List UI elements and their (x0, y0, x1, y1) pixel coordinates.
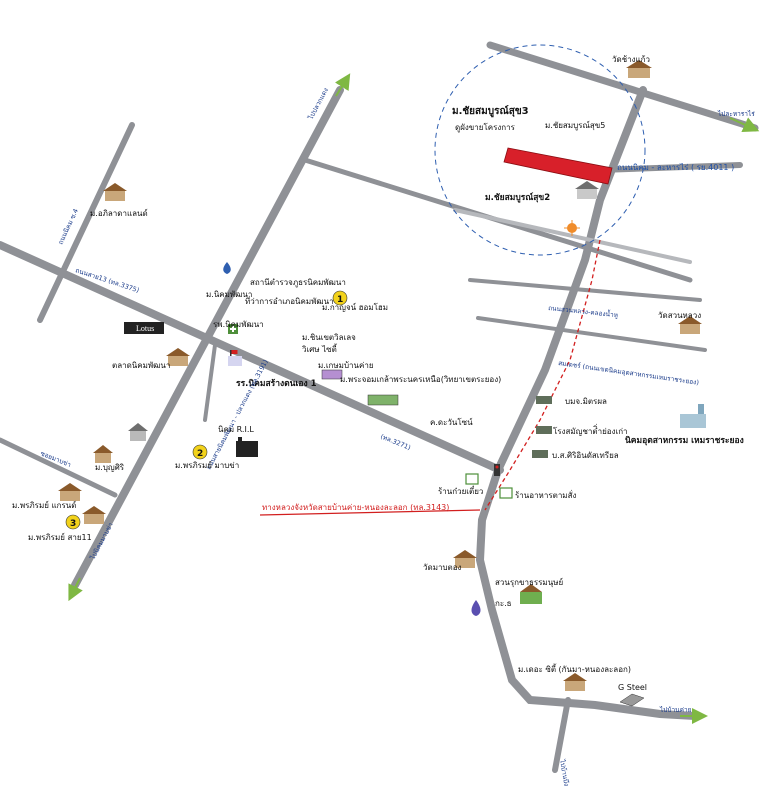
lotus-logo: Lotus (124, 322, 164, 334)
label-nikom-police: สถานีตำรวจภูธรนิคมพัฒนา (250, 278, 346, 288)
label-school: รร.นิคมสร้างตนเอง 1 (236, 378, 317, 389)
store-icon (499, 487, 513, 499)
store-icon (465, 473, 479, 485)
label-temple-suan: วัดสวนหลวง (658, 311, 701, 320)
marker-3[interactable]: 3 (65, 514, 81, 530)
label-suan-rukkhachat: สวนรุกขาธรรมนุษย์ (495, 577, 563, 587)
gas-station-icon (471, 600, 481, 616)
house-icon (575, 181, 599, 199)
label-bunsiri: ม.บุญศิริ (95, 463, 125, 472)
label-wiset: วิเศษ ไซตี้ (301, 343, 337, 354)
svg-text:2: 2 (197, 449, 203, 459)
label-g-steel: G Steel (618, 683, 647, 692)
road-network (0, 41, 759, 773)
label-siriwat: บ.ส.ศิริอินดัสเทรียล (552, 451, 619, 460)
school-icon (228, 350, 242, 366)
house-icon (678, 316, 702, 334)
label-project-sub: ดูผังขายโครงการ (455, 122, 516, 133)
house-icon (128, 423, 148, 441)
route-arrow-line (259, 509, 481, 516)
route-line (484, 239, 601, 511)
park-icon (520, 584, 542, 604)
label-kasem: ม.เกษมบ้านค่าย (318, 361, 374, 370)
label-store-leaf: ร้านก๋วยเตี๋ยว (438, 485, 483, 496)
house-icon (93, 445, 113, 463)
label-phakdee: ม.พระจอมเกล้าพระนครเหนือ(วิทยาเขตระยอง) (340, 375, 501, 384)
factory-icon (680, 404, 706, 428)
house-icon (103, 183, 127, 201)
car-icon (619, 693, 645, 707)
label-factory-old: โรงสมัญชาติ่ำย่องเก่า (553, 423, 628, 436)
house-icon (58, 483, 82, 501)
building-icon (367, 394, 399, 406)
house-icon (166, 348, 190, 366)
label-to-bottom: ไปบ้านบึง (558, 758, 571, 787)
label-restaurant: ร้านอาหารตามสั่ง (515, 489, 576, 500)
label-mitra: บมจ.มิตรผล (565, 397, 607, 406)
marker-1[interactable]: 1 (332, 290, 348, 306)
label-phonphirom-garden: ม.พรภิรมย์ แกรนด์ (12, 500, 76, 510)
house-icon (536, 396, 552, 404)
house-icon (563, 673, 587, 691)
label-chinnakhet: ม.ชินเขตวิลเลจ (302, 333, 356, 342)
label-phonphirom11: ม.พรภิรมย์ สาย11 (28, 532, 92, 542)
hospital-icon (228, 324, 238, 334)
label-hospital: รพ.นิคมพัฒนา (213, 320, 264, 329)
arrow-pluakdaeng (334, 73, 351, 97)
label-temple-top: วัดช้างแก้ว (612, 55, 650, 64)
label-project5: ม.ชัยสมบูรณ์สุข5 (545, 120, 605, 131)
label-ktb: กะ.ธ (495, 599, 512, 608)
factory-icon (236, 437, 258, 457)
marker-2[interactable]: 2 (192, 444, 208, 460)
building-icon (321, 369, 343, 380)
label-hemaraj: นิคมอุตสาหกรรม เหมราชระยอง (625, 435, 744, 446)
project-plot[interactable] (503, 147, 613, 185)
house-icon (626, 60, 652, 78)
svg-text:3: 3 (70, 519, 76, 529)
gas-station-icon (223, 262, 231, 274)
label-district-office: ที่ว่าการอำเภอนิคมพัฒนา (245, 295, 334, 306)
arrow-mabkha (68, 577, 83, 602)
label-abhiladaland: ม.อภิลาดาแลนด์ (90, 208, 148, 218)
label-nikom-rl: นิคม R.I.L (218, 425, 254, 434)
label-to-banchang: ทางหลวงจังหวัดสายบ้านค่าย-หนองละลอก (ทล.… (262, 503, 449, 512)
arrow-laharnrai (729, 117, 760, 132)
label-phonphirom: ม.พรภิรมย์ มาบข่า (175, 460, 239, 470)
house-icon (82, 506, 106, 524)
house-icon (532, 450, 548, 458)
label-thecity: ม.เดอะ ซิตี้ (กันมา-หนองละลอก) (518, 663, 631, 674)
house-icon (453, 550, 477, 568)
label-ma-nikom: ม.นิคมพัฒนา (206, 290, 252, 299)
label-kanjana: ม.กาญจน์ ฮอมโฮม (322, 302, 388, 312)
label-project2: ม.ชัยสมบูรณ์สุข2 (485, 192, 550, 203)
label-temple-mabon: วัดมาบตอง (423, 563, 462, 572)
traffic-light-icon (494, 464, 500, 476)
project-radius-circle (434, 44, 646, 256)
label-waranyu: ค.ดะวันโซน์ (430, 417, 473, 427)
label-project-main: ม.ชัยสมบูรณ์สุข3 (452, 105, 529, 118)
house-icon (536, 426, 552, 434)
sun-icon (564, 220, 580, 236)
label-talad: ตลาดนิคมพัฒนา (112, 361, 170, 370)
label-to-laharnrai: ไปละหาราไร่ (717, 110, 755, 118)
label-road-nikom: ถนนนิคม - ละหารไร่ ( รย.4011 ) (617, 163, 734, 172)
label-soi-samet: สมเดชร์ (ถนนเขตนิคมอุตสาหกรรมเหมราชระยอง… (558, 359, 700, 387)
svg-text:1: 1 (337, 295, 343, 305)
label-road-suanluang: ถนนสวนหลวง-คลองน้ำหู (548, 303, 619, 319)
label-to-banpak: ไปบ้านค่าย (659, 706, 692, 714)
svg-text:Lotus: Lotus (136, 324, 154, 333)
label-rd-3271: (ทล.3271) (379, 432, 412, 451)
